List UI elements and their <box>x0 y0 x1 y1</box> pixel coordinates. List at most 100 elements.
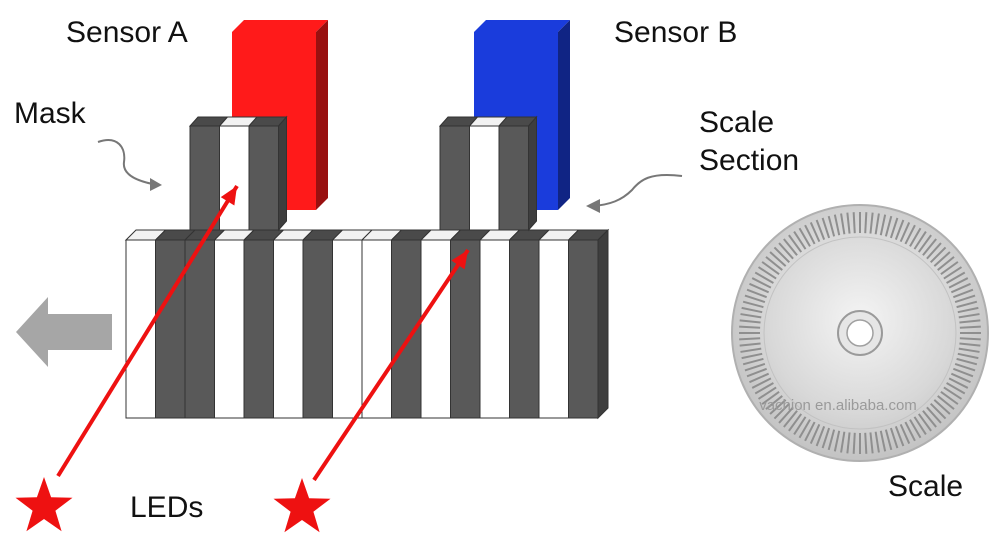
disc-slot <box>943 266 963 280</box>
disc-slot <box>749 282 770 294</box>
mask-a-stripe-front <box>248 125 279 231</box>
disc-slot <box>864 212 868 234</box>
disc-slot <box>751 377 772 389</box>
scale-section-label-line1: Scale <box>699 106 775 139</box>
disc-slot <box>950 282 971 294</box>
star-shape <box>15 477 73 532</box>
scale-side <box>597 228 609 420</box>
disc-slot <box>952 367 974 378</box>
scale-stripe-front <box>479 239 510 419</box>
disc-slot <box>798 419 811 439</box>
scale-stripe-front <box>420 239 451 419</box>
section-callout-line <box>591 174 683 207</box>
scale-stripe-front <box>568 239 599 419</box>
mask-b-stripe-front <box>439 125 470 231</box>
scale-stripe-front <box>302 239 333 419</box>
disc-slot <box>959 319 981 324</box>
disc-slot <box>904 224 916 245</box>
disc-slot <box>746 367 768 378</box>
disc-slot <box>749 372 770 384</box>
disc-slot <box>869 212 874 234</box>
disc-slot <box>922 410 937 428</box>
disc-slot <box>950 372 971 384</box>
disc-slot <box>765 395 783 410</box>
disc-slot <box>957 306 979 314</box>
scale-stripe-front <box>361 239 392 419</box>
star-shape <box>273 478 331 533</box>
sensor-a-label: Sensor A <box>66 16 188 49</box>
light-beam-b <box>312 248 470 482</box>
disc-slot <box>757 266 777 280</box>
disc-slot <box>761 390 780 405</box>
disc-slot <box>879 214 887 236</box>
sensor-b-label: Sensor B <box>614 16 738 49</box>
disc-slot <box>917 234 932 253</box>
sensor-a-top <box>232 20 328 32</box>
disc-slot <box>754 271 774 284</box>
disc-slot <box>739 337 761 341</box>
disc-slot <box>739 319 761 324</box>
disc-slot <box>913 416 927 436</box>
disc-slot <box>809 222 821 243</box>
disc-slot <box>933 399 951 415</box>
beam-arrowhead <box>220 186 237 206</box>
disc-slot <box>739 342 761 347</box>
scale-stripe-front <box>332 239 363 419</box>
mask-callout-line <box>97 139 159 186</box>
scale-section-bar <box>124 228 610 420</box>
scale-stripe-front <box>243 239 274 419</box>
disc-slot <box>954 294 976 304</box>
disc-slot <box>827 215 836 237</box>
disc-slot <box>833 430 841 452</box>
disc-slot <box>773 403 790 420</box>
disc-slot <box>809 423 821 444</box>
motion-arrow-shape <box>16 297 112 367</box>
disc-slot <box>821 217 831 239</box>
disc-slot <box>959 325 981 329</box>
scale-section-label-line2: Section <box>699 144 800 177</box>
disc-slot <box>864 432 868 454</box>
disc-slot <box>788 234 803 253</box>
disc-slot <box>926 242 942 260</box>
mask-a-stripe-front <box>219 125 250 231</box>
disc-slot <box>798 227 811 247</box>
disc-slot <box>899 423 911 444</box>
disc-slot <box>956 300 978 309</box>
disc-slot <box>741 306 763 314</box>
watermark-text: vachion en.alibaba.com <box>759 397 917 414</box>
mask-b-stripe-front <box>498 125 529 231</box>
disc-slot <box>804 224 816 245</box>
disc-slot <box>946 271 966 284</box>
disc-slot <box>909 227 922 247</box>
disc-slot <box>930 246 947 263</box>
led-star-icon-a <box>15 477 73 532</box>
disc-slot <box>741 352 763 360</box>
disc-slot <box>937 395 955 410</box>
disc-slot <box>744 362 766 372</box>
disc-center-hole <box>846 319 874 347</box>
disc-slot <box>815 219 826 241</box>
disc-slot <box>894 219 905 241</box>
scale-section-label: Scale Section <box>699 104 799 180</box>
left-arrow-icon <box>16 297 112 367</box>
disc-slot <box>959 342 981 347</box>
disc-slot <box>751 277 772 289</box>
mask-b-stripe-front <box>469 125 500 231</box>
disc-slot <box>874 213 880 235</box>
sensor-b-top <box>474 20 570 32</box>
disc-slot <box>948 277 969 289</box>
scale-label: Scale <box>888 470 964 503</box>
disc-slot <box>742 357 764 366</box>
disc-slot <box>959 337 981 341</box>
disc-slot <box>948 377 969 389</box>
disc-slot <box>930 403 947 420</box>
scale-stripe-front <box>155 239 186 419</box>
mask-callout-arrowhead <box>150 178 162 191</box>
disc-slot <box>804 421 816 442</box>
disc-slot <box>761 261 780 276</box>
disc-slot <box>946 382 966 395</box>
disc-slot <box>852 212 856 234</box>
mask-a <box>188 115 288 232</box>
disc-slot <box>943 386 963 400</box>
disc-slot <box>940 390 959 405</box>
